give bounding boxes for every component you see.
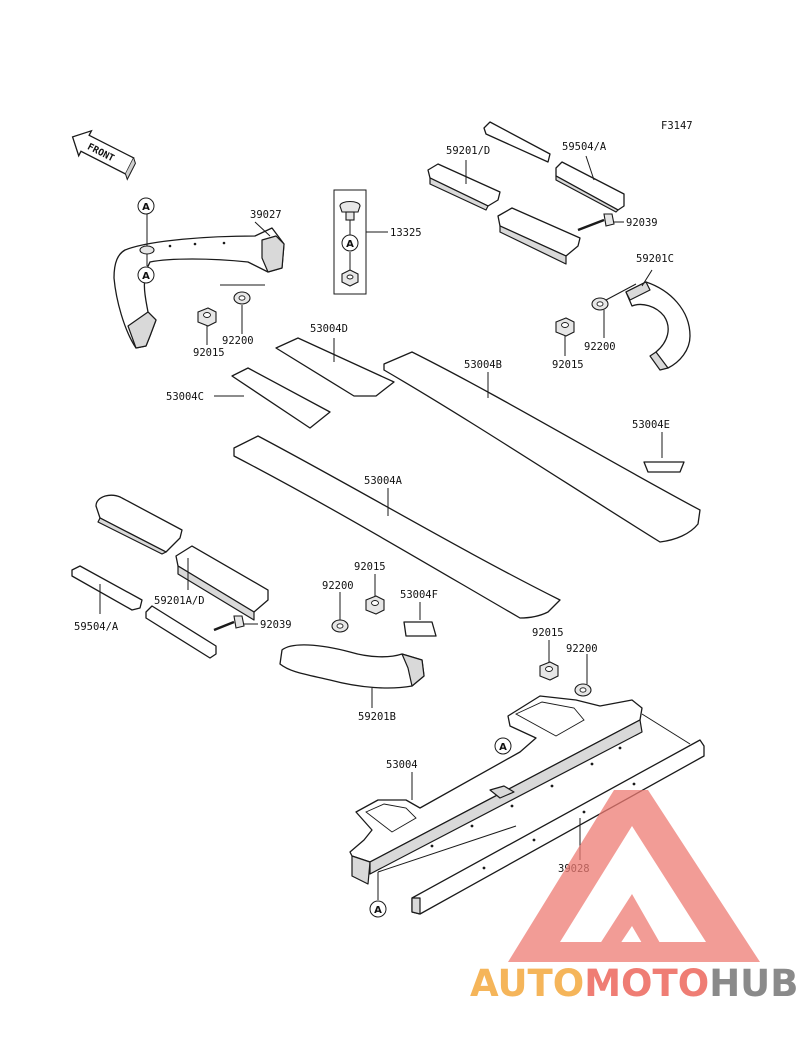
trim-strip-59504A-top xyxy=(555,161,625,213)
rail-59201D-lower xyxy=(497,207,581,265)
ref-marker-a: A xyxy=(494,737,512,755)
grab-handle-front xyxy=(113,227,285,349)
mat-53004C xyxy=(231,367,331,429)
grommet-assembly: A xyxy=(333,189,367,295)
part-label-39027: 39027 xyxy=(250,209,282,221)
nut-icon xyxy=(197,307,217,327)
part-label-92015: 92015 xyxy=(193,347,225,359)
part-label-53004: 53004 xyxy=(386,759,418,771)
part-label-92200-m: 92200 xyxy=(322,580,354,592)
mat-53004E xyxy=(643,461,685,473)
svg-text:A: A xyxy=(499,742,507,753)
part-label-92015-m: 92015 xyxy=(354,561,386,573)
part-label-59201AD: 59201A/D xyxy=(154,595,205,607)
part-label-59201B: 59201B xyxy=(358,711,396,723)
part-label-59201D: 59201/D xyxy=(446,145,490,157)
handle-59201B xyxy=(279,644,425,689)
mat-53004D xyxy=(275,337,395,397)
mat-53004B xyxy=(383,351,701,543)
part-label-92200-b: 92200 xyxy=(566,643,598,655)
nut-icon xyxy=(365,595,385,615)
watermark-text: AUTOMOTOHUB xyxy=(470,962,798,1005)
trim-strip-59504A-bot xyxy=(71,565,143,611)
nut-icon xyxy=(539,661,559,681)
front-arrow-icon: FRONT xyxy=(71,129,136,181)
rail-59201AD-upper xyxy=(95,494,183,555)
part-label-92039-bot: 92039 xyxy=(260,619,292,631)
mat-53004A xyxy=(233,435,561,619)
handle-59201C xyxy=(625,281,691,371)
part-label-92015-r: 92015 xyxy=(552,359,584,371)
figure-code: F3147 xyxy=(661,120,693,132)
part-label-92039-top: 92039 xyxy=(626,217,658,229)
trim-strip-upper xyxy=(483,121,551,163)
part-label-59201C: 59201C xyxy=(636,253,674,265)
part-label-53004E: 53004E xyxy=(632,419,670,431)
deck-frame-53004 xyxy=(349,695,643,885)
part-label-53004A: 53004A xyxy=(364,475,403,487)
svg-text:A: A xyxy=(142,271,150,282)
screw-icon xyxy=(577,213,615,232)
part-label-59504A-bot: 59504/A xyxy=(74,621,119,633)
ref-marker-a: A xyxy=(341,234,359,252)
screw-icon xyxy=(213,615,245,632)
svg-text:A: A xyxy=(346,239,354,250)
rail-59201D-upper xyxy=(427,163,501,211)
part-label-13325: 13325 xyxy=(390,227,422,239)
part-label-92200: 92200 xyxy=(222,335,254,347)
trim-strip-lower xyxy=(145,605,217,659)
part-label-92200-r: 92200 xyxy=(584,341,616,353)
part-label-53004D: 53004D xyxy=(310,323,348,335)
part-label-53004C: 53004C xyxy=(166,391,204,403)
watermark-logo-icon xyxy=(508,790,760,962)
nut-icon xyxy=(555,317,575,337)
part-label-53004F: 53004F xyxy=(400,589,438,601)
ref-marker-a: A xyxy=(137,266,155,284)
mat-53004F xyxy=(403,621,437,637)
svg-text:A: A xyxy=(374,905,382,916)
part-label-53004B: 53004B xyxy=(464,359,502,371)
svg-text:A: A xyxy=(142,202,150,213)
part-label-92015-b: 92015 xyxy=(532,627,564,639)
rub-rail-39028 xyxy=(411,739,705,915)
ref-marker-a: A xyxy=(137,197,155,215)
part-label-59504A-top: 59504/A xyxy=(562,141,607,153)
ref-marker-a: A xyxy=(369,900,387,918)
rail-59201AD-lower xyxy=(175,545,269,621)
